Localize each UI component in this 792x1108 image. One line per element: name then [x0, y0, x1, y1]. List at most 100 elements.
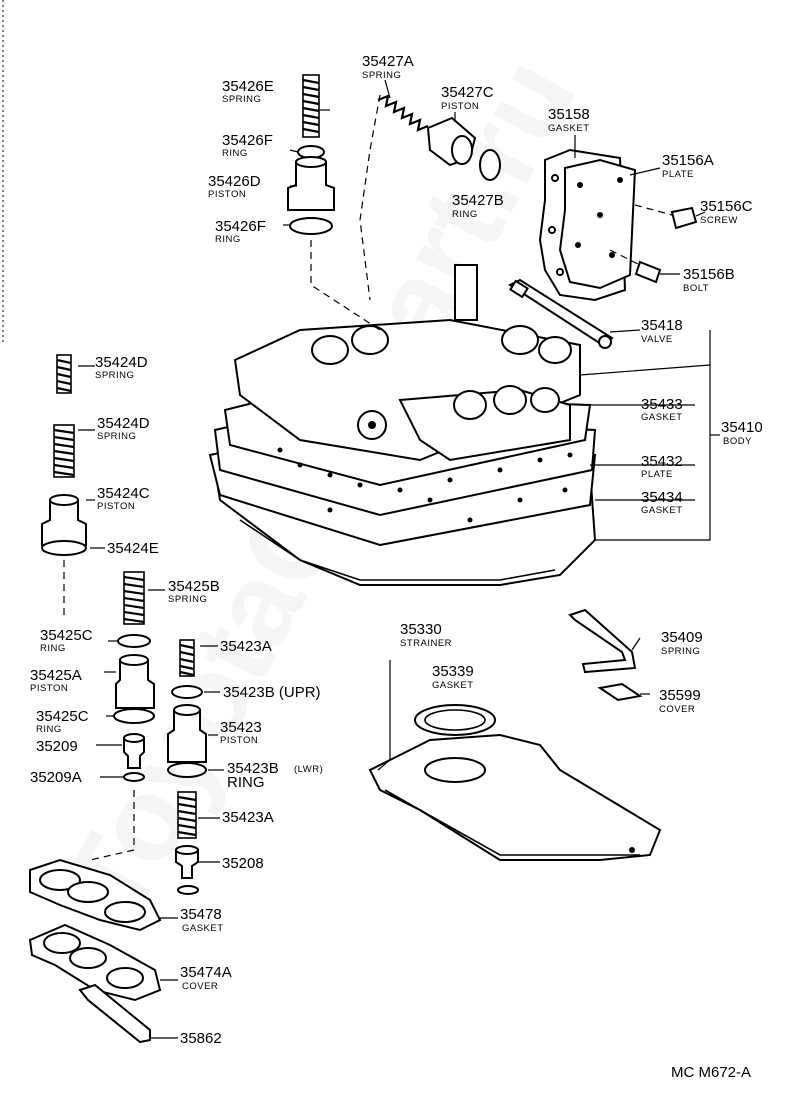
part-35862[interactable] — [78, 983, 151, 1044]
ring-35427B[interactable] — [479, 149, 501, 181]
label-35474A-num: 35474A — [180, 964, 232, 981]
label-35425A-name: PISTON — [30, 683, 68, 694]
label-35432-num: 35432 — [641, 453, 683, 470]
label-35156C-name: SCREW — [700, 215, 738, 226]
bolt-35156B[interactable] — [609, 249, 662, 284]
label-35330-name: STRAINER — [400, 638, 452, 649]
label-35425C-a-name: RING — [40, 643, 66, 654]
label-35209-num: 35209 — [36, 738, 78, 755]
label-35423B-lwr-ring: RING — [227, 774, 265, 791]
label-35424C-name: PISTON — [97, 501, 135, 512]
ring-35424E[interactable] — [41, 540, 87, 556]
spring-35423A-lower[interactable] — [177, 791, 197, 839]
valve-body-assembly[interactable] — [208, 264, 597, 586]
label-35156A-num: 35156A — [662, 152, 714, 169]
label-35478-name: GASKET — [182, 923, 224, 934]
label-35433-num: 35433 — [641, 396, 683, 413]
label-35425A-num: 35425A — [30, 667, 82, 684]
label-35425B-num: 35425B — [168, 578, 220, 595]
spring-35426E[interactable] — [302, 74, 320, 138]
label-35409-name: SPRING — [661, 646, 700, 657]
label-35208-num: 35208 — [222, 855, 264, 872]
label-35426D-name: PISTON — [208, 189, 246, 200]
label-35424D-b-name: SPRING — [97, 431, 136, 442]
label-35425C-b-name: RING — [36, 724, 62, 735]
label-35410-num: 35410 — [721, 419, 763, 436]
dash-line-top-left — [310, 240, 381, 331]
cover-35474A[interactable] — [28, 923, 162, 1002]
screw-35156C[interactable] — [634, 204, 698, 230]
label-35599-name: COVER — [659, 704, 695, 715]
label-35426E-name: SPRING — [222, 94, 261, 105]
label-35156B-name: BOLT — [683, 283, 709, 294]
valve-35418[interactable] — [507, 278, 614, 349]
piston-35427C[interactable] — [426, 112, 477, 167]
strainer-35330[interactable] — [368, 733, 662, 861]
label-35427A-name: SPRING — [362, 70, 401, 81]
label-35423B-upr-num: 35423B (UPR) — [223, 684, 321, 701]
label-35427B-num: 35427B — [452, 192, 504, 209]
piston-35424C[interactable] — [41, 494, 87, 546]
label-35158-name: GASKET — [548, 123, 590, 134]
label-35156C-num: 35156C — [700, 198, 753, 215]
leader-lines — [78, 109, 720, 1039]
label-35418-name: VALVE — [641, 334, 673, 345]
label-35433-name: GASKET — [641, 412, 683, 423]
plate-35156A[interactable] — [558, 158, 637, 290]
label-35423A-a-num: 35423A — [220, 638, 272, 655]
label-35426E-num: 35426E — [222, 78, 274, 95]
label-35424D-b-num: 35424D — [97, 415, 150, 432]
label-35418-num: 35418 — [641, 317, 683, 334]
label-35427C-name: PISTON — [441, 101, 479, 112]
spring-35425B[interactable] — [123, 571, 145, 625]
label-35432-name: PLATE — [641, 469, 673, 480]
label-35339-name: GASKET — [432, 680, 474, 691]
spring-35424D-long[interactable] — [53, 424, 75, 478]
ring-35425C-top[interactable] — [117, 634, 151, 648]
label-35426F-bot-name: RING — [215, 234, 241, 245]
spring-35424D-short[interactable] — [56, 354, 72, 394]
label-35423A-b-num: 35423A — [222, 809, 274, 826]
label-35339-num: 35339 — [432, 663, 474, 680]
label-35156B-num: 35156B — [683, 266, 735, 283]
label-35330-num: 35330 — [400, 621, 442, 638]
ring-35208[interactable] — [177, 885, 199, 895]
label-35423-name: PISTON — [220, 735, 258, 746]
diagram-code: MC M672-A — [671, 1064, 751, 1081]
spring-35423A-upper[interactable] — [179, 639, 195, 677]
label-35427A-num: 35427A — [362, 53, 414, 70]
label-35424D-a-num: 35424D — [95, 354, 148, 371]
piston-35426D[interactable] — [287, 156, 335, 211]
label-35424C-num: 35424C — [97, 485, 150, 502]
label-35424D-a-name: SPRING — [95, 370, 134, 381]
piston-35425A[interactable] — [115, 654, 155, 709]
cover-35599[interactable] — [597, 682, 643, 702]
label-35409-num: 35409 — [661, 629, 703, 646]
label-35862-num: 35862 — [180, 1030, 222, 1047]
gasket-35478[interactable] — [29, 858, 162, 932]
label-35158-num: 35158 — [548, 106, 590, 123]
ring-35425C-bottom[interactable] — [113, 708, 155, 724]
piston-35423[interactable] — [167, 704, 207, 763]
label-35425C-b-num: 35425C — [36, 708, 89, 725]
label-35434-name: GASKET — [641, 505, 683, 516]
ring-35426F-bottom[interactable] — [289, 217, 333, 235]
piston-35209[interactable] — [123, 733, 145, 769]
label-35599-num: 35599 — [659, 687, 701, 704]
ring-35423B-upr[interactable] — [171, 685, 203, 699]
label-35425B-name: SPRING — [168, 594, 207, 605]
label-35474A-name: COVER — [182, 981, 218, 992]
spring-35427A[interactable] — [377, 79, 429, 132]
label-35425C-a-num: 35425C — [40, 627, 93, 644]
ring-35209A[interactable] — [123, 772, 145, 782]
spring-35409[interactable] — [568, 608, 637, 674]
label-35423-num: 35423 — [220, 719, 262, 736]
label-35434-num: 35434 — [641, 489, 683, 506]
label-35424E-num: 35424E — [107, 540, 159, 557]
label-35426F-top-name: RING — [222, 148, 248, 159]
ring-35423B-lwr[interactable] — [167, 762, 207, 778]
piston-35208[interactable] — [175, 845, 199, 879]
dash-line-top-center — [359, 94, 381, 301]
label-35427C-num: 35427C — [441, 84, 494, 101]
